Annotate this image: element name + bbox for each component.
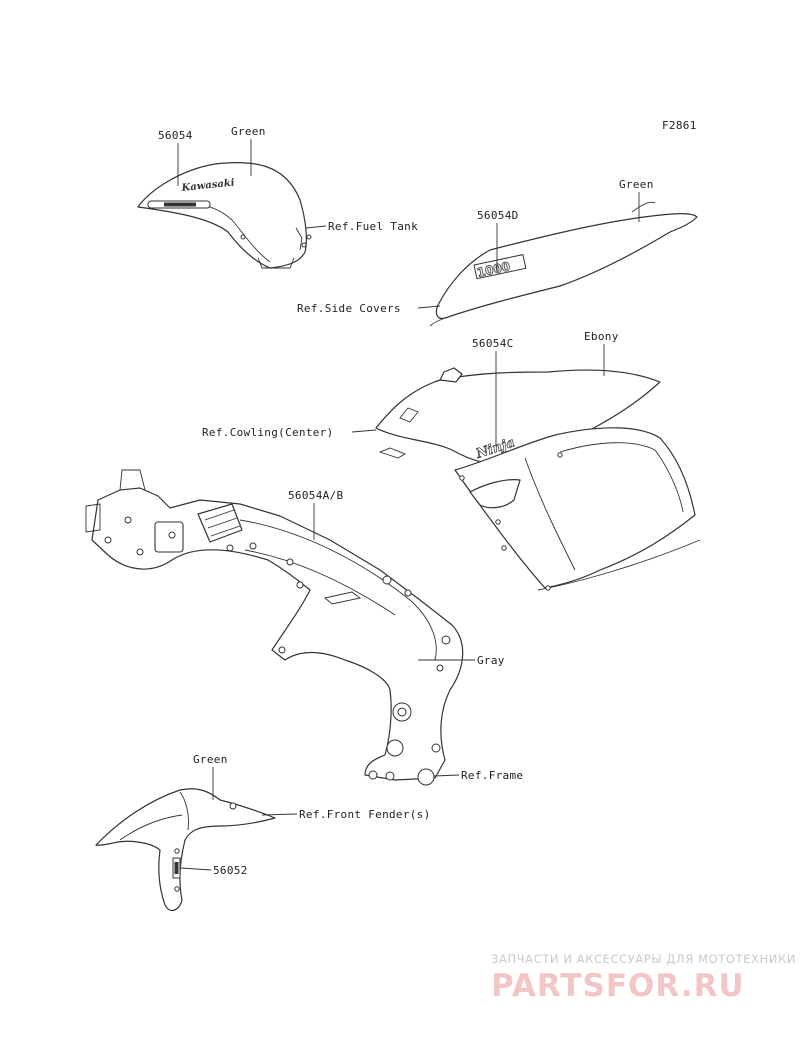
cowling-part-number: 56054C bbox=[472, 337, 514, 350]
fuel-tank-color: Green bbox=[231, 125, 266, 138]
frame-color: Gray bbox=[477, 654, 505, 667]
ref-fuel-tank: Ref.Fuel Tank bbox=[328, 220, 418, 233]
cowling-color: Ebony bbox=[584, 330, 619, 343]
frame[interactable] bbox=[85, 469, 464, 786]
side-cover-color: Green bbox=[619, 178, 654, 191]
fuel-tank[interactable] bbox=[137, 161, 312, 269]
fender-part-number: 56052 bbox=[213, 864, 248, 877]
ref-cowling-center: Ref.Cowling(Center) bbox=[202, 426, 334, 439]
side-cover[interactable]: 1000 bbox=[429, 201, 698, 327]
ref-frame: Ref.Frame bbox=[461, 769, 523, 782]
watermark-tagline: ЗАПЧАСТИ И АКСЕССУАРЫ ДЛЯ МОТОТЕХНИКИ bbox=[491, 952, 796, 966]
fender-color: Green bbox=[193, 753, 228, 766]
frame-part-number: 56054A/B bbox=[288, 489, 343, 502]
figure-code: F2861 bbox=[662, 119, 697, 132]
cowling-center[interactable]: Ninja bbox=[375, 367, 701, 591]
fuel-tank-part-number: 56054 bbox=[158, 129, 193, 142]
watermark-logo: PARTSFOR.RU bbox=[491, 968, 745, 1004]
side-cover-part-number: 56054D bbox=[477, 209, 519, 222]
ref-side-covers: Ref.Side Covers bbox=[297, 302, 401, 315]
ref-front-fender: Ref.Front Fender(s) bbox=[299, 808, 431, 821]
front-fender[interactable] bbox=[95, 788, 276, 912]
